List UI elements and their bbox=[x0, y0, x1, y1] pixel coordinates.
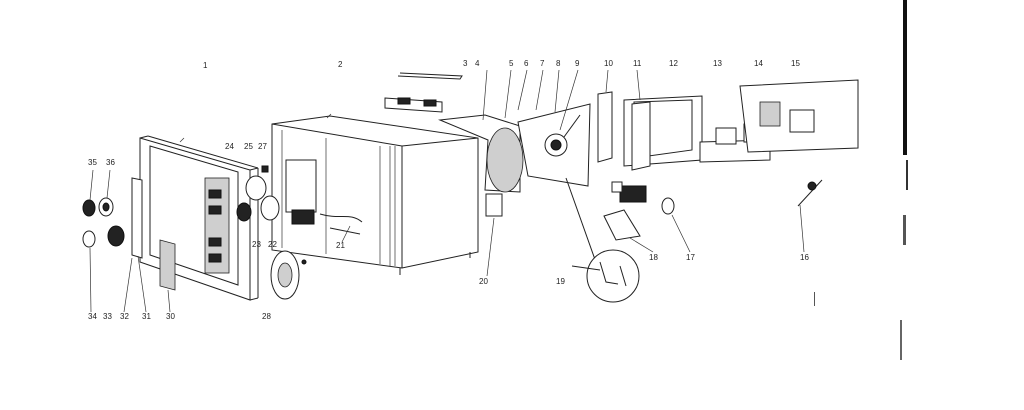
label-17: 17 bbox=[686, 253, 695, 262]
leader-lines bbox=[89, 69, 805, 313]
label-25: 25 bbox=[244, 142, 253, 151]
label-2: 2 bbox=[338, 60, 343, 69]
label-27: 27 bbox=[258, 142, 267, 151]
label-4: 4 bbox=[475, 59, 480, 68]
label-11: 11 bbox=[633, 59, 642, 68]
label-15: 15 bbox=[791, 59, 800, 68]
label-20: 20 bbox=[479, 277, 488, 286]
control-knobs bbox=[82, 197, 125, 248]
label-23: 23 bbox=[252, 240, 261, 249]
picture-tube bbox=[384, 72, 599, 269]
label-1: 1 bbox=[203, 61, 208, 70]
chassis-components bbox=[236, 159, 363, 235]
label-13: 13 bbox=[713, 59, 722, 68]
label-12: 12 bbox=[669, 59, 678, 68]
label-18: 18 bbox=[649, 253, 658, 262]
label-21: 21 bbox=[336, 241, 345, 250]
label-28: 28 bbox=[262, 312, 271, 321]
label-8: 8 bbox=[556, 59, 561, 68]
label-7: 7 bbox=[540, 59, 545, 68]
label-31: 31 bbox=[142, 312, 151, 321]
label-3: 3 bbox=[463, 59, 468, 68]
label-5: 5 bbox=[509, 59, 514, 68]
label-36: 36 bbox=[106, 158, 115, 167]
label-32: 32 bbox=[120, 312, 129, 321]
speaker bbox=[270, 250, 307, 300]
panel-inserts bbox=[131, 177, 176, 291]
label-9: 9 bbox=[575, 59, 580, 68]
detail-inset bbox=[571, 249, 640, 303]
label-24: 24 bbox=[225, 142, 234, 151]
part-labels: 1 2 3 4 5 6 7 8 9 10 11 12 13 14 15 16 1… bbox=[88, 59, 809, 321]
label-22: 22 bbox=[268, 240, 277, 249]
label-33: 33 bbox=[103, 312, 112, 321]
label-16: 16 bbox=[800, 253, 809, 262]
cabinet bbox=[271, 115, 479, 275]
label-10: 10 bbox=[604, 59, 613, 68]
scan-edge-marks bbox=[814, 0, 908, 360]
label-14: 14 bbox=[754, 59, 763, 68]
label-35: 35 bbox=[88, 158, 97, 167]
rear-panel bbox=[739, 79, 859, 207]
label-6: 6 bbox=[524, 59, 529, 68]
label-30: 30 bbox=[166, 312, 175, 321]
flyback-parts bbox=[603, 181, 675, 241]
label-19: 19 bbox=[556, 277, 565, 286]
label-34: 34 bbox=[88, 312, 97, 321]
